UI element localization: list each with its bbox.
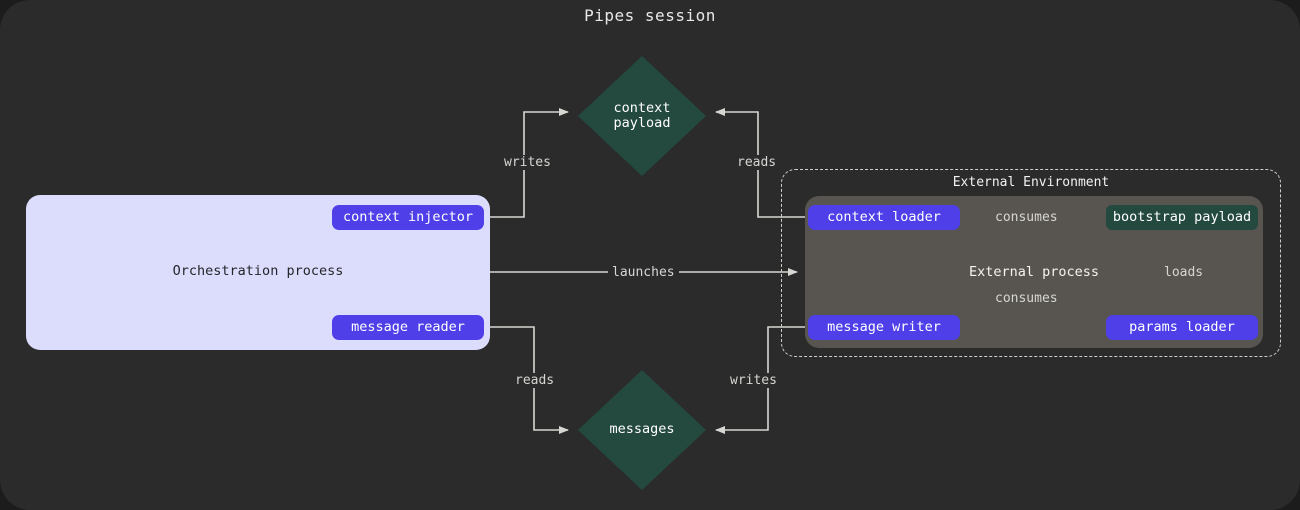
badge-context-injector[interactable]: context injector xyxy=(332,205,484,230)
edge-label-consumes-message: consumes xyxy=(991,291,1062,306)
edge-label-consumes-context: consumes xyxy=(991,210,1062,225)
badge-message-reader[interactable]: message reader xyxy=(332,315,484,340)
badge-context-loader[interactable]: context loader xyxy=(808,205,960,230)
page-title: Pipes session xyxy=(584,6,716,25)
external-environment-container xyxy=(781,169,1281,357)
store-messages-label: messages xyxy=(578,422,706,437)
external-process-label: External process xyxy=(968,264,1100,280)
bootstrap-payload-box[interactable]: bootstrap payload xyxy=(1106,205,1258,230)
store-context-payload[interactable]: context payload xyxy=(578,56,706,176)
badge-params-loader[interactable]: params loader xyxy=(1106,315,1258,340)
edge-label-reads-top: reads xyxy=(733,155,781,170)
external-environment-title: External Environment xyxy=(952,175,1110,190)
store-messages[interactable]: messages xyxy=(578,370,706,490)
store-label-line1: messages xyxy=(609,421,675,437)
edge-label-writes-bottom: writes xyxy=(726,373,781,388)
store-label-line2: payload xyxy=(613,115,671,131)
diamond-icon xyxy=(578,56,706,176)
diamond-icon xyxy=(578,370,706,490)
edge-label-reads-bottom: reads xyxy=(511,373,559,388)
orchestration-process-label: Orchestration process xyxy=(172,263,344,279)
badge-message-writer[interactable]: message writer xyxy=(808,315,960,340)
edge-label-launches: launches xyxy=(608,265,679,280)
edge-label-writes-top: writes xyxy=(500,155,555,170)
store-label-line1: context xyxy=(613,100,671,116)
edge-label-loads: loads xyxy=(1160,265,1208,280)
store-context-payload-label: context payload xyxy=(578,101,706,131)
